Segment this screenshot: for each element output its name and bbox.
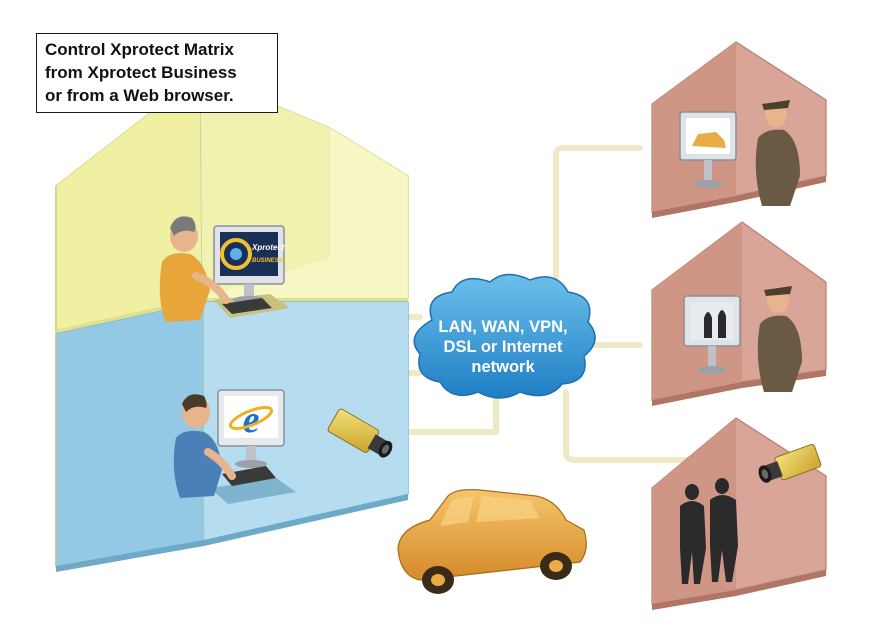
local-camera-icon: [327, 408, 393, 458]
caption-line-3: or from a Web browser.: [45, 86, 234, 105]
network-cloud: [413, 273, 596, 399]
caption-line-2: from Xprotect Business: [45, 63, 237, 82]
remote-camera-icon: [758, 443, 822, 483]
internet-explorer-icon: e: [228, 399, 274, 441]
network-label-line-1: LAN, WAN, VPN,: [438, 318, 568, 336]
business-workstation: Xprotect BUSINESS: [213, 225, 290, 318]
xprotect-logo-icon: [220, 238, 252, 270]
caption-line-1: Control Xprotect Matrix: [45, 40, 234, 59]
guard-person-top: [755, 100, 800, 206]
svg-text:e: e: [243, 399, 260, 441]
caption-box: Control Xprotect Matrix from Xprotect Bu…: [36, 33, 278, 113]
monitor-product-text: BUSINESS: [252, 258, 283, 264]
people-thumbnail-icon: [704, 310, 726, 338]
operator-person-upper: [159, 216, 230, 322]
browser-workstation: e: [210, 389, 296, 504]
silhouette-people-icon: [680, 478, 738, 584]
remote-house-top: [651, 41, 827, 218]
guard-person-middle: [757, 286, 802, 392]
car-thumbnail-icon: [692, 132, 726, 148]
keyboard-lower: [222, 466, 276, 486]
cable-remote-bottom: [563, 389, 773, 463]
remote-house-bottom: [651, 417, 827, 610]
operator-person-lower: [173, 394, 236, 498]
cable-local-camera: [404, 392, 499, 435]
remote-house-middle: [651, 221, 827, 406]
network-cloud-label: LAN, WAN, VPN, DSL or Internet network: [414, 317, 592, 377]
car-icon: [397, 489, 587, 594]
keyboard: [222, 298, 272, 314]
network-label-line-2: DSL or Internet: [443, 338, 563, 356]
monitor-brand-text: Xprotect: [251, 243, 285, 252]
network-label-line-3: network: [471, 358, 535, 376]
cable-remote-top: [553, 145, 643, 333]
